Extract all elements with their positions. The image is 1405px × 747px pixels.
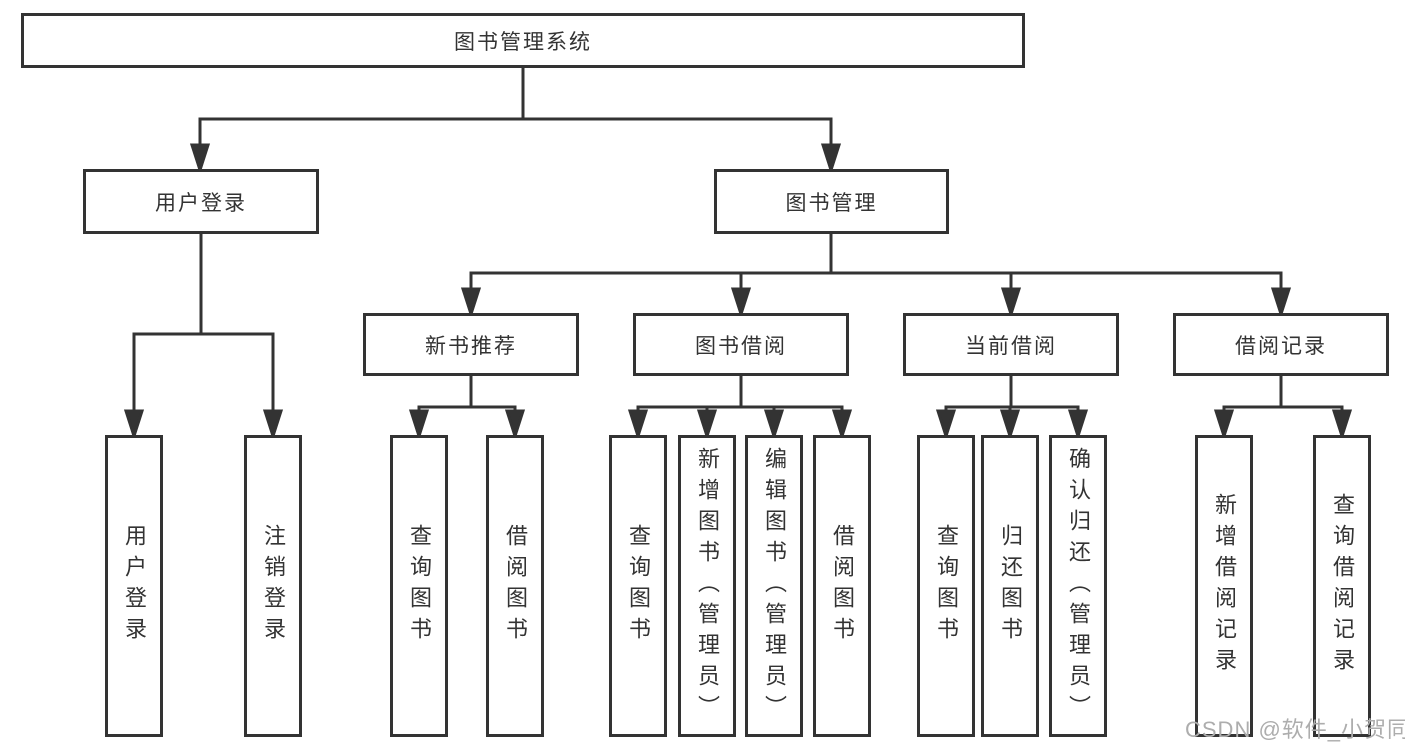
arrowhead xyxy=(1067,409,1089,441)
arrowhead xyxy=(123,409,145,441)
arrowhead xyxy=(1213,409,1235,441)
node-root: 图书管理系统 xyxy=(21,13,1025,68)
leaf-confirm-return-admin: 确认归还（管理员） xyxy=(1049,435,1107,737)
arrowhead xyxy=(999,409,1021,441)
arrowhead xyxy=(696,409,718,441)
arrowhead xyxy=(763,409,785,441)
leaf-add-book-admin: 新增图书（管理员） xyxy=(678,435,736,737)
leaf-borrow-books-recommend: 借阅图书 xyxy=(486,435,544,737)
arrowhead xyxy=(262,409,284,441)
leaf-query-books-borrow: 查询图书 xyxy=(609,435,667,737)
arrowhead xyxy=(831,409,853,441)
arrowhead xyxy=(935,409,957,441)
arrowhead xyxy=(627,409,649,441)
node-book-borrow: 图书借阅 xyxy=(633,313,849,376)
leaf-return-book: 归还图书 xyxy=(981,435,1039,737)
node-book-management: 图书管理 xyxy=(714,169,949,234)
node-current-borrow: 当前借阅 xyxy=(903,313,1119,376)
leaf-logout: 注销登录 xyxy=(244,435,302,737)
watermark: CSDN @软件_小贺同学 xyxy=(1185,717,1405,742)
arrowhead xyxy=(189,143,211,175)
node-borrow-records: 借阅记录 xyxy=(1173,313,1389,376)
leaf-add-borrow-record: 新增借阅记录 xyxy=(1195,435,1253,737)
arrowhead xyxy=(1000,287,1022,319)
leaf-borrow-books: 借阅图书 xyxy=(813,435,871,737)
leaf-edit-book-admin: 编辑图书（管理员） xyxy=(745,435,803,737)
arrowhead xyxy=(504,409,526,441)
node-user-login: 用户登录 xyxy=(83,169,319,234)
arrowhead xyxy=(1270,287,1292,319)
leaf-query-books-recommend: 查询图书 xyxy=(390,435,448,737)
arrowhead xyxy=(1331,409,1353,441)
arrowhead xyxy=(820,143,842,175)
leaf-query-borrow-record: 查询借阅记录 xyxy=(1313,435,1371,737)
leaf-query-books-current: 查询图书 xyxy=(917,435,975,737)
node-new-book-recommend: 新书推荐 xyxy=(363,313,579,376)
arrowhead xyxy=(460,287,482,319)
leaf-user-login: 用户登录 xyxy=(105,435,163,737)
arrowhead xyxy=(408,409,430,441)
arrowhead xyxy=(730,287,752,319)
